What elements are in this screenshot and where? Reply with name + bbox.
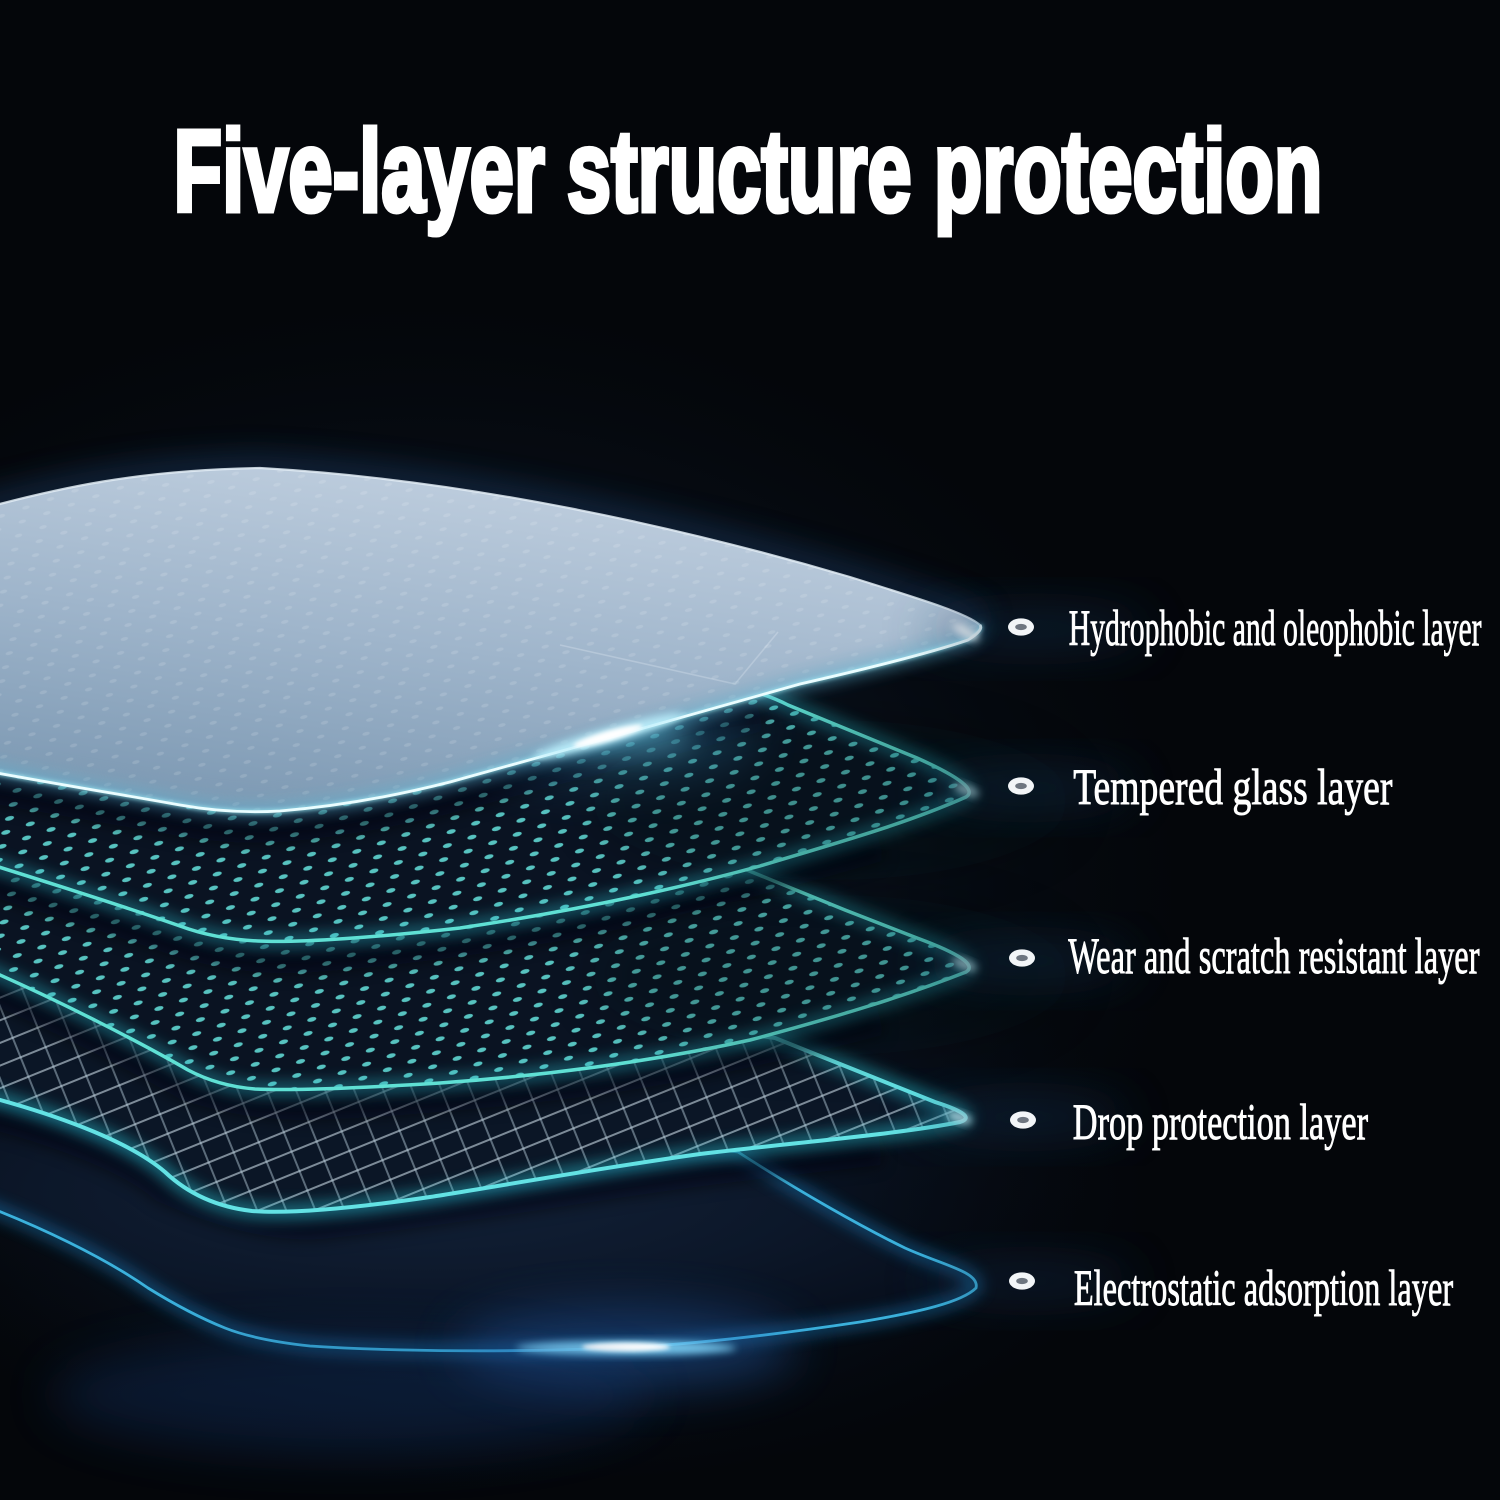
svg-text:Tempered glass layer: Tempered glass layer [1073,760,1392,816]
svg-text:Electrostatic adsorption layer: Electrostatic adsorption layer [1074,1261,1453,1317]
svg-text:Wear and scratch resistant lay: Wear and scratch resistant layer [1068,929,1479,985]
svg-text:Drop protection layer: Drop protection layer [1073,1095,1368,1151]
svg-text:Hydrophobic and oleophobic lay: Hydrophobic and oleophobic layer [1069,601,1482,657]
svg-text:Five-layer structure protectio: Five-layer structure protection [174,106,1323,236]
